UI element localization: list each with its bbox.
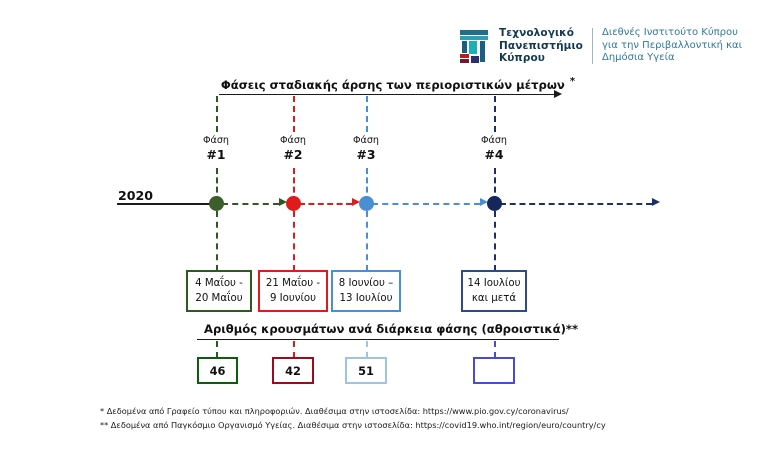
- phase-2-top-connector: [293, 96, 295, 132]
- date-box-phase-1: 4 Μαΐου - 20 Μαΐου: [186, 270, 252, 312]
- logo-university-line-1: Τεχνολογικό: [499, 27, 575, 40]
- count-box-phase-3: 51: [345, 357, 387, 384]
- logo-university-line-2: Πανεπιστήμιο: [499, 39, 583, 52]
- footnotes: * Δεδομένα από Γραφείο τύπου και πληροφο…: [100, 404, 606, 432]
- phase-label-4-number: #4: [484, 147, 504, 162]
- phase-label-1-text: Φάση: [202, 135, 230, 146]
- timeline-segment-phase-1: [222, 202, 279, 205]
- date-box-phase-1-line-1: 4 Μαΐου -: [195, 278, 243, 289]
- count-box-phase-4: [473, 357, 515, 384]
- chart-title-footnote-marker: *: [569, 76, 576, 87]
- count-box-phase-1: 46: [197, 357, 238, 384]
- logo-institute-name: Διεθνές Ινστιτούτο Κύπρου για την Περιβα…: [602, 27, 742, 65]
- count-box-phase-3-value: 51: [358, 363, 374, 378]
- phase-label-4: Φάση #4: [454, 134, 534, 161]
- timeline-segment-phase-2: [299, 202, 352, 205]
- timeline-dot-phase-1: [209, 196, 224, 211]
- date-box-phase-4-line-2: και μετά: [471, 292, 517, 304]
- phase-4-top-connector: [494, 96, 496, 132]
- top-axis-line: [219, 94, 556, 95]
- phase-label-3-number: #3: [356, 147, 376, 162]
- phase-3-top-connector: [366, 96, 368, 132]
- phase-2-axis-connector-upper: [293, 168, 295, 202]
- phase-label-3: Φάση #3: [326, 134, 406, 161]
- logo-institute-line-1: Διεθνές Ινστιτούτο Κύπρου: [601, 27, 738, 39]
- timeline-segment-phase-4: [500, 202, 652, 205]
- phase-1-top-connector: [216, 96, 218, 132]
- institution-logo: Τεχνολογικό Πανεπιστήμιο Κύπρου Διεθνές …: [458, 26, 742, 66]
- phase-label-3-text: Φάση: [352, 135, 380, 146]
- timeline-arrow-phase-2-icon: [352, 198, 360, 206]
- logo-divider: [591, 28, 593, 64]
- phase-label-1: Φάση #1: [176, 134, 256, 161]
- logo-institute-line-2: για την Περιβαλλοντική και: [601, 39, 743, 51]
- timeline-arrow-phase-1-icon: [279, 198, 287, 206]
- date-box-phase-1-line-2: 20 Μαΐου: [195, 292, 243, 304]
- year-label: 2020: [118, 188, 154, 203]
- count-box-phase-2-value: 42: [285, 363, 301, 378]
- cases-section-rule: [197, 339, 559, 340]
- date-box-phase-3-line-2: 13 Ιουλίου: [339, 292, 393, 304]
- phase-2-axis-connector-lower: [293, 211, 295, 271]
- phase-3-axis-connector-lower: [366, 211, 368, 271]
- phase-label-4-text: Φάση: [480, 135, 508, 146]
- chart-title: Φάσεις σταδιακής άρσης των περιοριστικών…: [0, 76, 768, 92]
- count-box-2-connector: [293, 341, 295, 358]
- chart-title-text: Φάσεις σταδιακής άρσης των περιοριστικών…: [220, 77, 565, 92]
- phase-1-axis-connector-lower: [216, 211, 218, 271]
- phase-label-1-number: #1: [206, 147, 226, 162]
- timeline-axis-black-segment: [117, 202, 218, 205]
- phase-label-2: Φάση #2: [253, 134, 333, 161]
- phase-label-2-text: Φάση: [279, 135, 307, 146]
- timeline-arrow-phase-4-icon: [652, 198, 660, 206]
- phase-label-2-number: #2: [283, 147, 303, 162]
- count-box-1-connector: [216, 341, 218, 358]
- timeline-arrow-phase-3-icon: [480, 198, 488, 206]
- count-box-phase-1-value: 46: [209, 363, 226, 378]
- timeline-segment-phase-3: [372, 202, 480, 205]
- phase-4-axis-connector-upper: [494, 168, 496, 202]
- date-box-phase-3-line-1: 8 Ιουνίου –: [338, 278, 394, 289]
- timeline-dot-phase-2: [286, 196, 301, 211]
- date-box-phase-3: 8 Ιουνίου – 13 Ιουλίου: [331, 270, 401, 312]
- logo-university-line-3: Κύπρου: [499, 52, 545, 65]
- count-box-4-connector: [494, 341, 496, 358]
- phase-3-axis-connector-upper: [366, 168, 368, 202]
- timeline-dot-phase-4: [487, 196, 502, 211]
- date-box-phase-4-line-1: 14 Ιουλίου: [467, 278, 521, 289]
- logo-institute-line-3: Δημόσια Υγεία: [601, 52, 675, 64]
- footnote-2: ** Δεδομένα από Παγκόσμιο Οργανισμό Υγεί…: [100, 420, 606, 430]
- date-box-phase-2-line-2: 9 Ιουνίου: [269, 292, 317, 304]
- cases-section-title: Αριθμός κρουσμάτων ανά διάρκεια φάσης (α…: [203, 322, 579, 336]
- count-box-phase-2: 42: [272, 357, 314, 384]
- footnote-1: * Δεδομένα από Γραφείο τύπου και πληροφο…: [100, 406, 569, 416]
- logo-university-name: Τεχνολογικό Πανεπιστήμιο Κύπρου: [499, 27, 583, 65]
- phase-1-axis-connector-upper: [216, 168, 218, 202]
- count-box-3-connector: [366, 341, 368, 358]
- phase-4-axis-connector-lower: [494, 211, 496, 271]
- date-box-phase-4: 14 Ιουλίου και μετά: [461, 270, 527, 312]
- cut-logo-mark-icon: [458, 26, 490, 66]
- top-axis-arrow-icon: [554, 89, 562, 98]
- date-box-phase-2: 21 Μαΐου - 9 Ιουνίου: [258, 270, 328, 312]
- timeline-dot-phase-3: [359, 196, 374, 211]
- date-box-phase-2-line-1: 21 Μαΐου -: [265, 278, 321, 289]
